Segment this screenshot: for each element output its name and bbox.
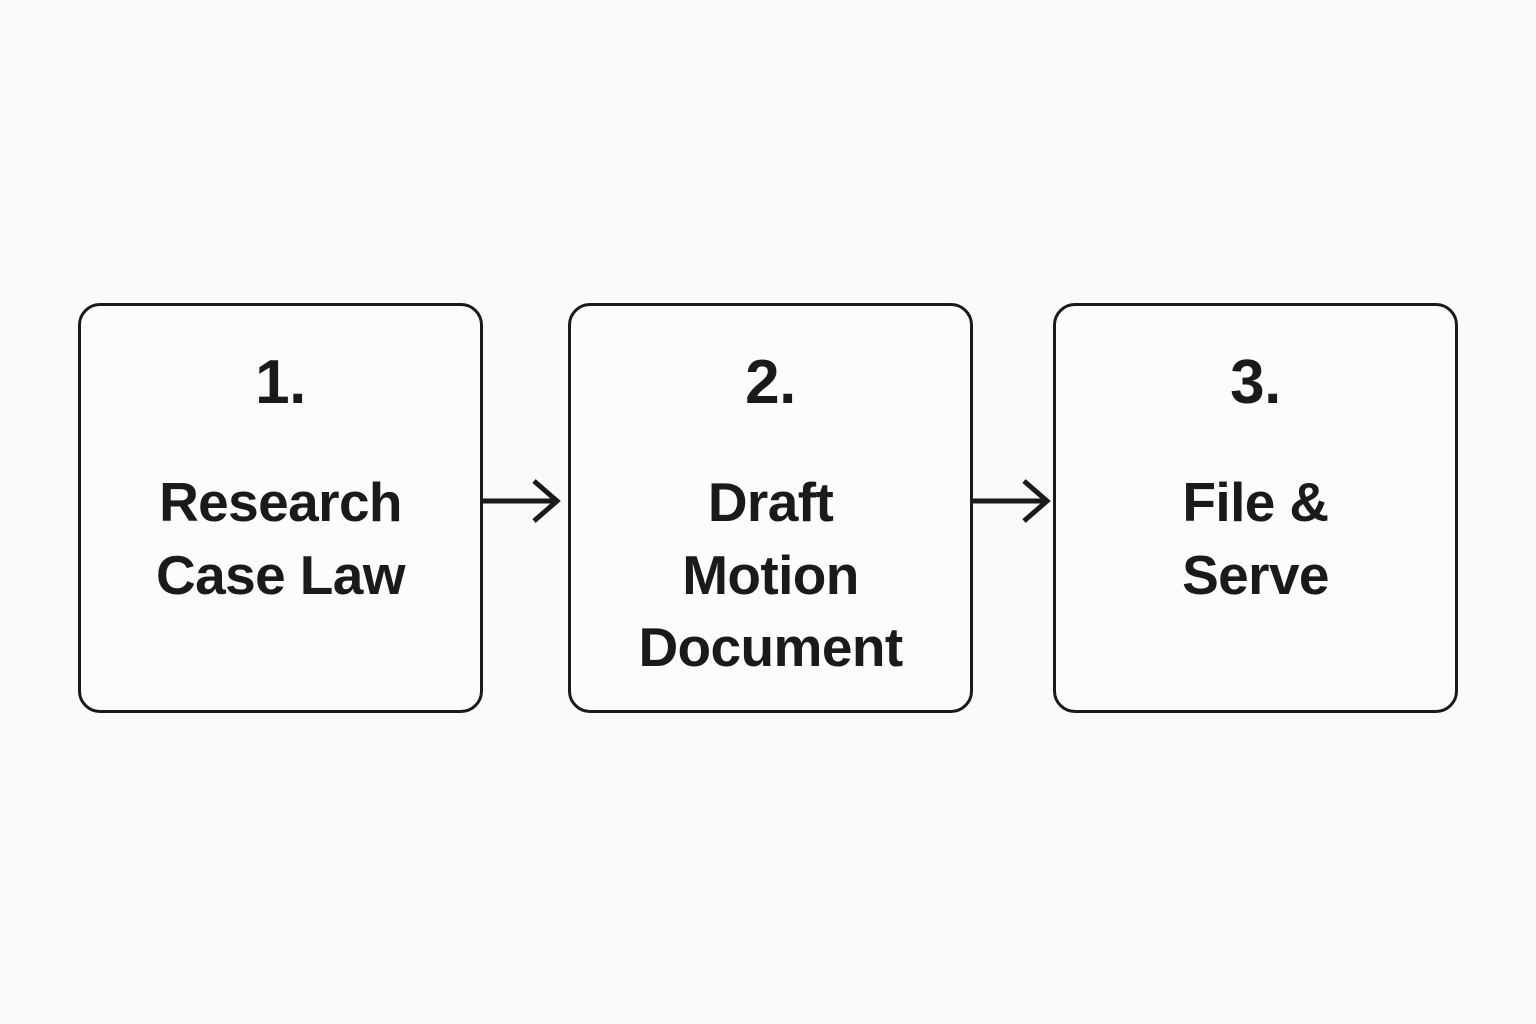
step-label-3: File & Serve — [1182, 471, 1329, 606]
arrow-right-icon-2 — [973, 479, 1051, 523]
step-box-1[interactable]: 1. Research Case Law — [78, 303, 483, 713]
step-label-1: Research Case Law — [156, 471, 406, 606]
step-number-2: 2. — [745, 348, 796, 417]
step-number-3: 3. — [1230, 348, 1281, 417]
step-number-1: 1. — [255, 348, 306, 417]
step-box-3[interactable]: 3. File & Serve — [1053, 303, 1458, 713]
arrow-right-icon-1 — [483, 479, 561, 523]
step-label-2: Draft Motion Document — [638, 471, 903, 679]
step-box-2[interactable]: 2. Draft Motion Document — [568, 303, 973, 713]
